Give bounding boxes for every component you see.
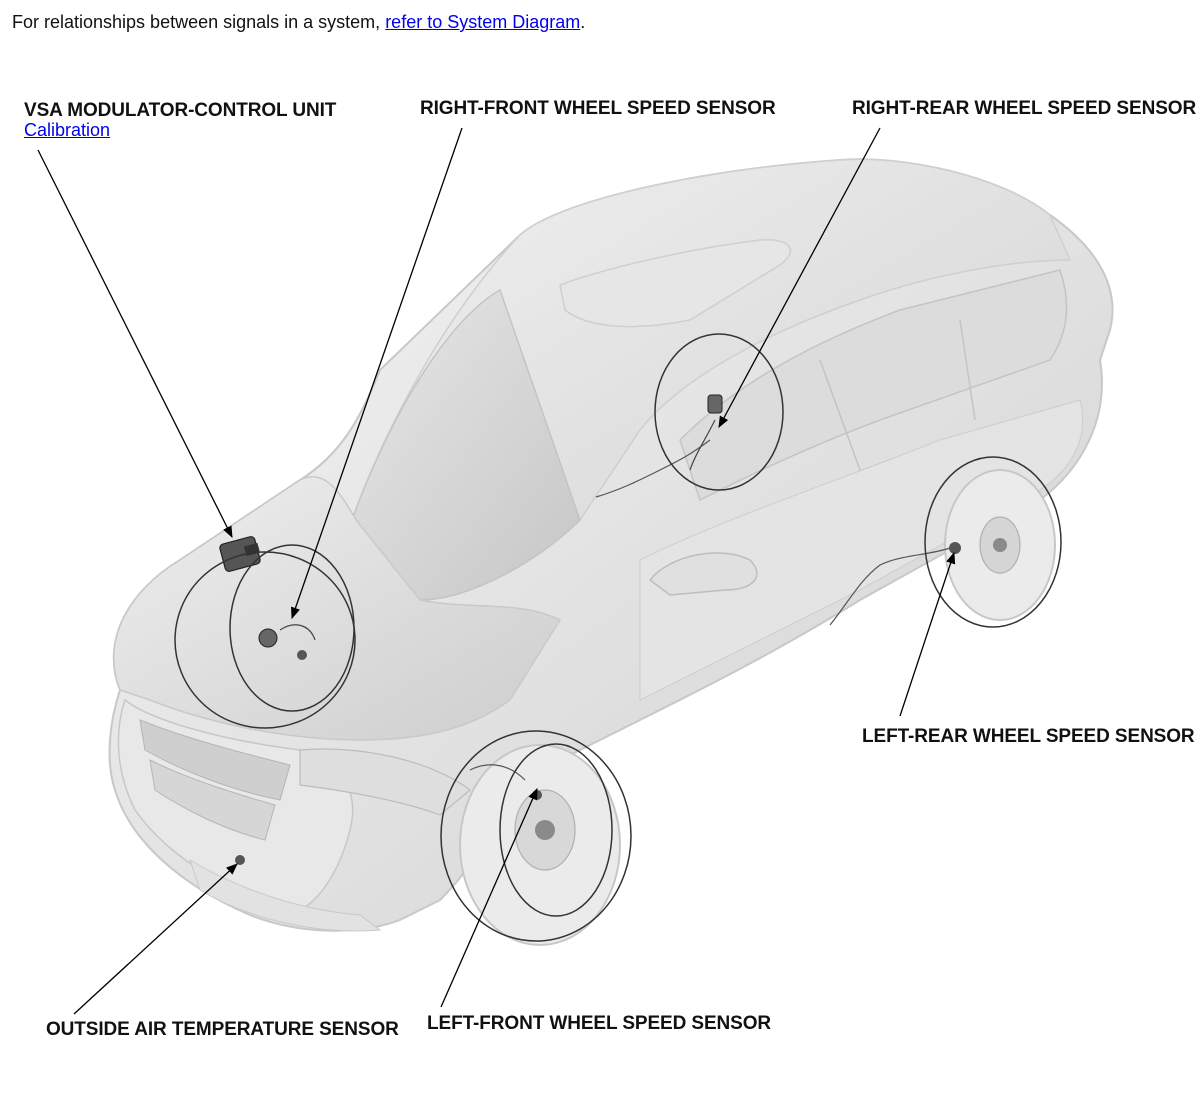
right-rear-sensor-callout: [654, 333, 784, 491]
left-rear-wheel: [944, 469, 1056, 621]
left-front-sensor-label: LEFT-FRONT WHEEL SPEED SENSOR: [427, 1013, 772, 1034]
right-front-sensor-callout: [174, 544, 356, 729]
vsa-modulator-unit: [219, 536, 261, 572]
intro-text: For relationships between signals in a s…: [12, 12, 585, 33]
left-rear-sensor-label: LEFT-REAR WHEEL SPEED SENSOR: [862, 726, 1195, 747]
leader-vsa: [37, 149, 233, 539]
right-front-sensor-label: RIGHT-FRONT WHEEL SPEED SENSOR: [420, 98, 776, 119]
system-diagram-link[interactable]: refer to System Diagram: [385, 12, 581, 32]
left-rear-sensor-callout: [924, 456, 1062, 628]
vsa-modulator-label: VSA MODULATOR-CONTROL UNIT: [24, 100, 337, 121]
leader-left-rear: [899, 551, 956, 717]
intro-text-before: For relationships between signals in a s…: [12, 12, 386, 32]
leader-outside-air: [73, 863, 238, 1015]
leader-right-front: [291, 127, 463, 620]
outside-air-sensor: [235, 855, 245, 865]
leader-lines: [37, 127, 956, 1015]
leader-right-rear: [718, 127, 881, 429]
left-front-wheel: [459, 744, 621, 946]
vehicle-body: [108, 158, 1114, 932]
leader-left-front: [440, 787, 538, 1008]
right-rear-sensor-label: RIGHT-REAR WHEEL SPEED SENSOR: [852, 98, 1197, 119]
calibration-link[interactable]: Calibration: [24, 120, 111, 140]
outside-air-sensor-label: OUTSIDE AIR TEMPERATURE SENSOR: [46, 1019, 399, 1040]
intro-text-after: .: [580, 12, 586, 32]
